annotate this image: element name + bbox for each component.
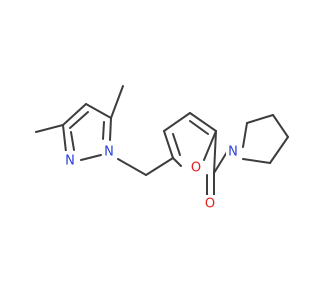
atom-pyrazole-n2-bg — [63, 151, 77, 167]
bond-c4-c5 — [85, 103, 112, 119]
atom-pyrazole-n2: N — [63, 151, 77, 169]
bond-furan-c3-c2 — [189, 112, 217, 132]
bond-pyrrolidine-2 — [246, 114, 274, 124]
bond-furan-c2-o — [203, 130, 217, 161]
bond-c3-c4 — [62, 103, 87, 126]
bond-c3-c4-inner — [69, 111, 89, 129]
atom-pyrrolidine-n-label: N — [228, 145, 238, 160]
bond-furan-c3-c2-inner — [189, 120, 209, 135]
bond-pyrrolidine-5 — [242, 158, 271, 164]
bond-furan-o-c5 — [172, 157, 182, 167]
bond-furan-c5-c4-inner — [172, 133, 181, 156]
bond-pyrrolidine-4 — [269, 136, 289, 164]
bond-c5-methyl — [110, 85, 124, 119]
bond-carbonyl-n — [213, 151, 228, 174]
atom-pyrazole-n1-bg — [102, 144, 116, 160]
bonds — [35, 85, 289, 196]
atom-pyrazole-n1: N — [102, 144, 116, 160]
atom-carbonyl-o-bg — [203, 195, 217, 211]
atom-carbonyl-o: O — [203, 195, 217, 212]
bond-c3-methyl — [35, 124, 64, 133]
atom-pyrazole-n2-label: N — [65, 154, 75, 169]
bond-furan-carbonyl — [213, 130, 217, 174]
bond-furan-c4-c3 — [163, 112, 191, 132]
bond-n1-n2 — [80, 154, 102, 161]
bond-n1-ch2 — [117, 158, 147, 176]
bond-pyrrolidine-1 — [242, 122, 248, 148]
bond-n2-c3-inner — [70, 131, 75, 151]
atom-furan-o: O — [189, 159, 203, 176]
atom-carbonyl-o-label: O — [205, 197, 215, 212]
atom-pyrazole-n1-label: N — [104, 145, 114, 160]
bond-c5-n1-inner — [102, 121, 105, 140]
bond-n2-c3 — [62, 124, 67, 153]
chemical-structure: N N O O N — [35, 85, 289, 212]
structure-canvas: N N O O N — [35, 85, 289, 212]
atom-pyrrolidine-n-bg — [226, 144, 240, 160]
atom-pyrrolidine-n: N — [226, 144, 240, 160]
atom-labels: N N O O N — [63, 144, 240, 212]
atom-furan-o-bg — [189, 159, 203, 175]
bond-pyrrolidine-3 — [272, 114, 289, 138]
bond-ch2-furan — [145, 157, 174, 176]
bond-c5-n1 — [109, 117, 112, 141]
atom-furan-o-label: O — [191, 161, 201, 176]
bond-furan-c5-c4 — [163, 130, 174, 159]
